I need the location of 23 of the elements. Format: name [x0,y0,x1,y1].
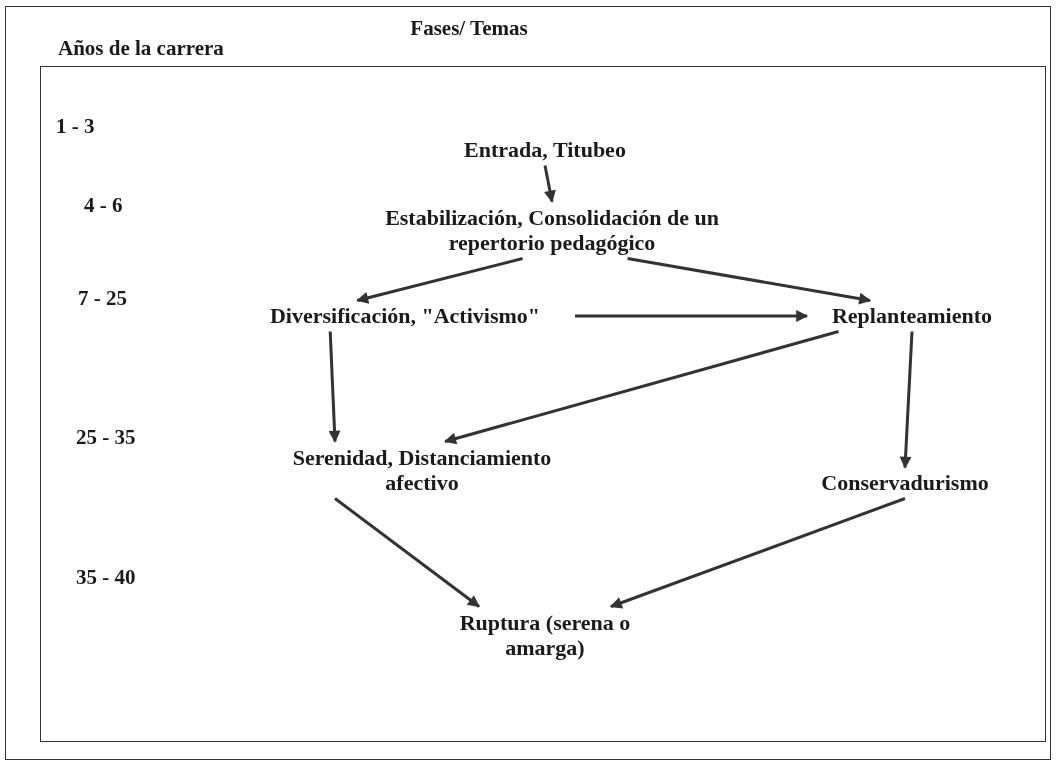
arrow [575,310,809,322]
title: Fases/ Temas [410,16,528,40]
phase-text: Ruptura (serena o amarga) [435,609,655,661]
phase-text: Conservadurismo [805,470,1005,496]
arrow [627,257,872,305]
phase-text: Estabilización, Consolidación de un repertorio pedagógico [342,204,762,256]
year-range-label: 4 - 6 [84,193,123,218]
year-range-label: 1 - 3 [56,114,95,139]
axis-label: Años de la carrera [58,36,224,61]
phase-text: Diversificación, "Activismo" [235,303,575,329]
arrow [328,331,341,443]
phase-text: Serenidad, Distanciamiento afectivo [277,444,567,496]
arrow [444,330,839,445]
phase-text: Entrada, Titubeo [415,137,675,163]
arrow [334,497,480,608]
phase-text: Replanteamiento [807,303,1017,329]
year-range-label: 7 - 25 [78,286,127,311]
arrow [609,497,906,609]
arrow [899,331,914,469]
arrow [543,165,556,203]
year-range-label: 25 - 35 [76,425,136,450]
arrow [356,257,523,304]
year-range-label: 35 - 40 [76,565,136,590]
